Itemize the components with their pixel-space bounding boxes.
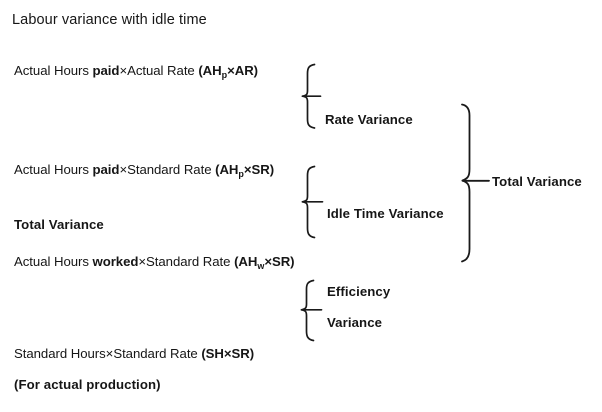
formula-prefix: Standard Hours [14,346,106,361]
formula-middle: ×Standard Rate [105,346,202,361]
formula-open: (AH [215,162,239,177]
formula-bold-word: paid [92,162,120,177]
formula-middle: ×Actual Rate [119,63,199,78]
formula-subscript: w [257,260,265,271]
formula-close: ×SR) [264,254,295,269]
brace-label-idle-time-variance: Idle Time Variance [327,206,444,221]
footnote-for-actual-production: (For actual production) [14,377,161,392]
formula-close: ×SR) [243,162,275,177]
formula-prefix: Actual Hours [14,162,93,177]
formula-open: (SH [201,346,224,361]
formula-subscript: p [221,69,228,80]
brace-label-efficiency: Efficiency [327,284,391,299]
formula-row-actual-hours-paid-actual-rate: Actual Hours paid×Actual Rate (AHp×AR) [14,63,259,80]
formula-bold-word: paid [92,63,120,78]
formula-close: ×SR) [223,346,255,361]
brace-label-variance: Variance [327,315,383,330]
formula-row-actual-hours-paid-standard-rate: Actual Hours paid×Standard Rate (AHp×SR) [14,162,275,179]
brace-total-variance [461,103,471,263]
diagram-title: Labour variance with idle time [12,12,207,28]
formula-row-standard-hours-standard-rate: Standard Hours×Standard Rate (SH×SR) [14,347,254,360]
formula-middle: ×Standard Rate [138,254,235,269]
formula-subscript: p [238,168,244,179]
formula-close: ×AR) [227,63,259,78]
formula-bold-word: worked [92,254,139,269]
formula-open: (AH [234,254,258,269]
formula-prefix: Actual Hours [14,254,93,269]
formula-prefix: Actual Hours [14,63,93,78]
brace-label-total-variance: Total Variance [492,174,582,189]
brace-label-rate-variance: Rate Variance [325,112,413,127]
formula-open: (AH [198,63,222,78]
formula-row-actual-hours-worked-standard-rate: Actual Hours worked×Standard Rate (AHw×S… [14,254,295,271]
formula-middle: ×Standard Rate [119,162,216,177]
left-label-total-variance: Total Variance [14,217,104,232]
